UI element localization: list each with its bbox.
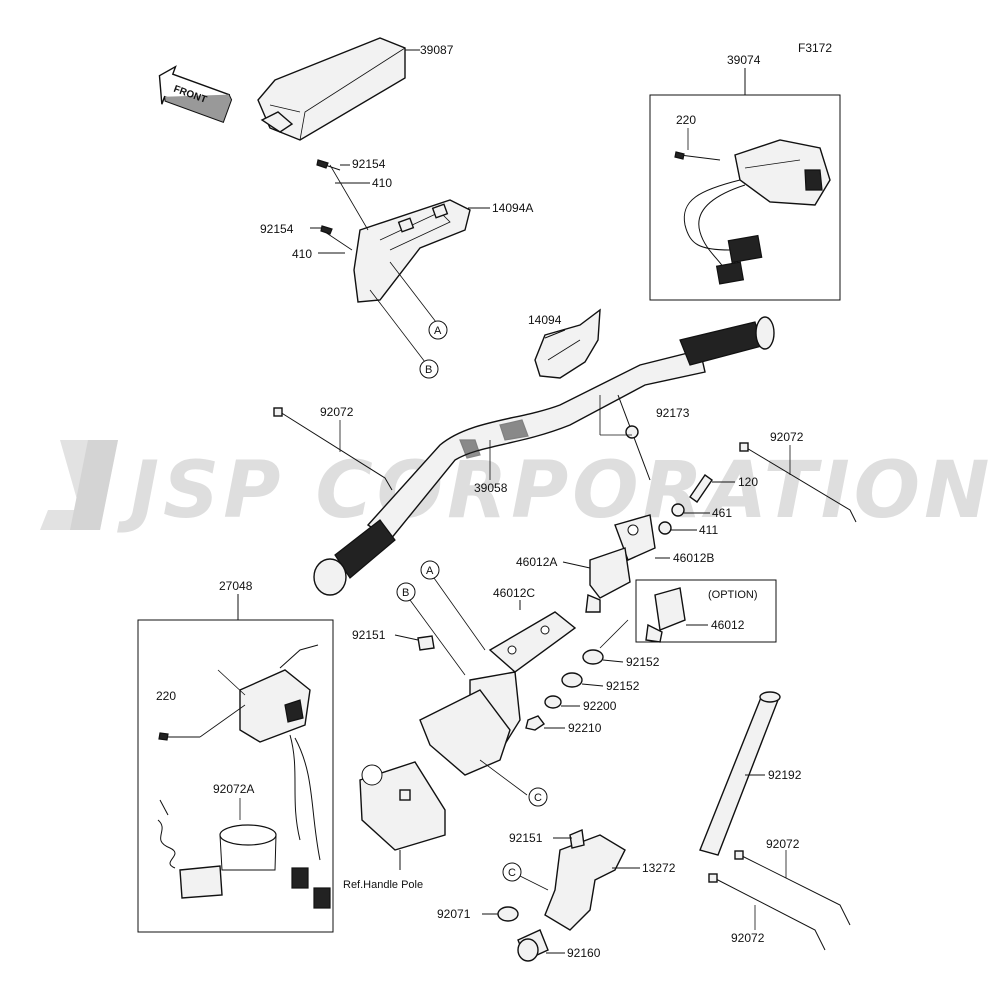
label-92152-a: 92152: [626, 655, 660, 669]
washer-411: [658, 521, 697, 535]
part-labels: 39087 92154 410 14094A 92154 410 39074 2…: [156, 43, 804, 960]
grip-cover-39087: [257, 37, 420, 141]
ref-C-low: C: [502, 862, 549, 891]
svg-text:C: C: [508, 867, 516, 879]
label-92072-lower-b: 92072: [731, 931, 765, 945]
cable-tie-92072-right: [739, 442, 857, 523]
label-461: 461: [712, 506, 732, 520]
label-410-mid: 410: [292, 247, 312, 261]
label-92151-upper: 92151: [352, 628, 386, 642]
label-46012C: 46012C: [493, 586, 535, 600]
label-410-top: 410: [372, 176, 392, 190]
label-14094: 14094: [528, 313, 562, 327]
label-92071: 92071: [437, 907, 471, 921]
label-411: 411: [699, 523, 718, 537]
switch-assembly-27048: [137, 594, 334, 933]
cable-tie-92072-left: [273, 407, 393, 491]
label-39087: 39087: [420, 43, 454, 57]
ref-C-mid: C: [528, 787, 548, 807]
label-92154-mid: 92154: [260, 222, 294, 236]
ref-B-top: B: [369, 289, 439, 379]
label-220-top: 220: [676, 113, 696, 127]
watermark-text: JSP CORPORATION: [117, 446, 993, 536]
label-92173: 92173: [656, 406, 690, 420]
guide-line: [599, 619, 629, 649]
bracket-13272: [544, 829, 640, 931]
label-92154-top: 92154: [352, 157, 386, 171]
svg-text:A: A: [426, 565, 434, 577]
label-120: 120: [738, 475, 758, 489]
ref-B-mid: B: [396, 582, 466, 676]
washer-92200: [544, 695, 580, 709]
bracket-14094A: [353, 199, 490, 303]
washer-461: [671, 503, 710, 517]
label-92210: 92210: [568, 721, 602, 735]
label-14094A: 14094A: [492, 201, 533, 215]
screw-92154-top: [310, 159, 370, 254]
label-46012: 46012: [711, 618, 745, 632]
figure-code: F3172: [798, 41, 832, 55]
clamp-46012A: [562, 547, 631, 613]
washer-92152-b: [561, 672, 604, 688]
label-92072-lower-a: 92072: [766, 837, 800, 851]
label-13272: 13272: [642, 861, 676, 875]
label-92151-lower: 92151: [509, 831, 543, 845]
bolt-92151-upper: [394, 634, 435, 651]
handlebar-39058: [313, 316, 775, 596]
front-arrow-icon: FRONT: [158, 65, 233, 123]
label-92072-left: 92072: [320, 405, 354, 419]
label-92160: 92160: [567, 946, 601, 960]
label-46012A: 46012A: [516, 555, 557, 569]
svg-text:B: B: [402, 587, 409, 599]
nut-92210: [525, 715, 565, 731]
option-label: (OPTION): [708, 589, 758, 601]
bolt-120: [689, 474, 735, 503]
cable-tie-92072-lower-a: [734, 850, 851, 926]
svg-text:B: B: [425, 364, 432, 376]
pole-92192: [699, 691, 781, 856]
riser-mount-46012C: [419, 600, 577, 796]
label-46012B: 46012B: [673, 551, 714, 565]
svg-text:A: A: [434, 325, 442, 337]
ref-handle-pole-label: Ref.Handle Pole: [343, 879, 423, 891]
label-27048: 27048: [219, 579, 253, 593]
label-39058: 39058: [474, 481, 508, 495]
bolt-92173: [599, 394, 651, 481]
watermark-logo-stripe-icon: [70, 440, 118, 530]
bracket-14094: [534, 308, 601, 379]
label-39074: 39074: [727, 53, 761, 67]
label-220-lower: 220: [156, 689, 176, 703]
switch-assembly-39074: [649, 68, 841, 301]
ref-handle-pole-plate: [359, 761, 446, 870]
svg-text:C: C: [534, 792, 542, 804]
washer-92152-a: [582, 649, 624, 665]
label-92072-right: 92072: [770, 430, 804, 444]
label-92192: 92192: [768, 768, 802, 782]
label-92072A: 92072A: [213, 782, 254, 796]
label-92200: 92200: [583, 699, 617, 713]
watermark: JSP CORPORATION: [40, 440, 993, 536]
ref-A-top: A: [389, 261, 448, 340]
cable-tie-92072-lower-b: [708, 873, 826, 951]
ref-A-mid: A: [420, 560, 486, 651]
option-clamp-46012: [635, 579, 777, 643]
bushing-92160: [517, 929, 565, 962]
collar-92071: [482, 906, 519, 922]
label-92152-b: 92152: [606, 679, 640, 693]
